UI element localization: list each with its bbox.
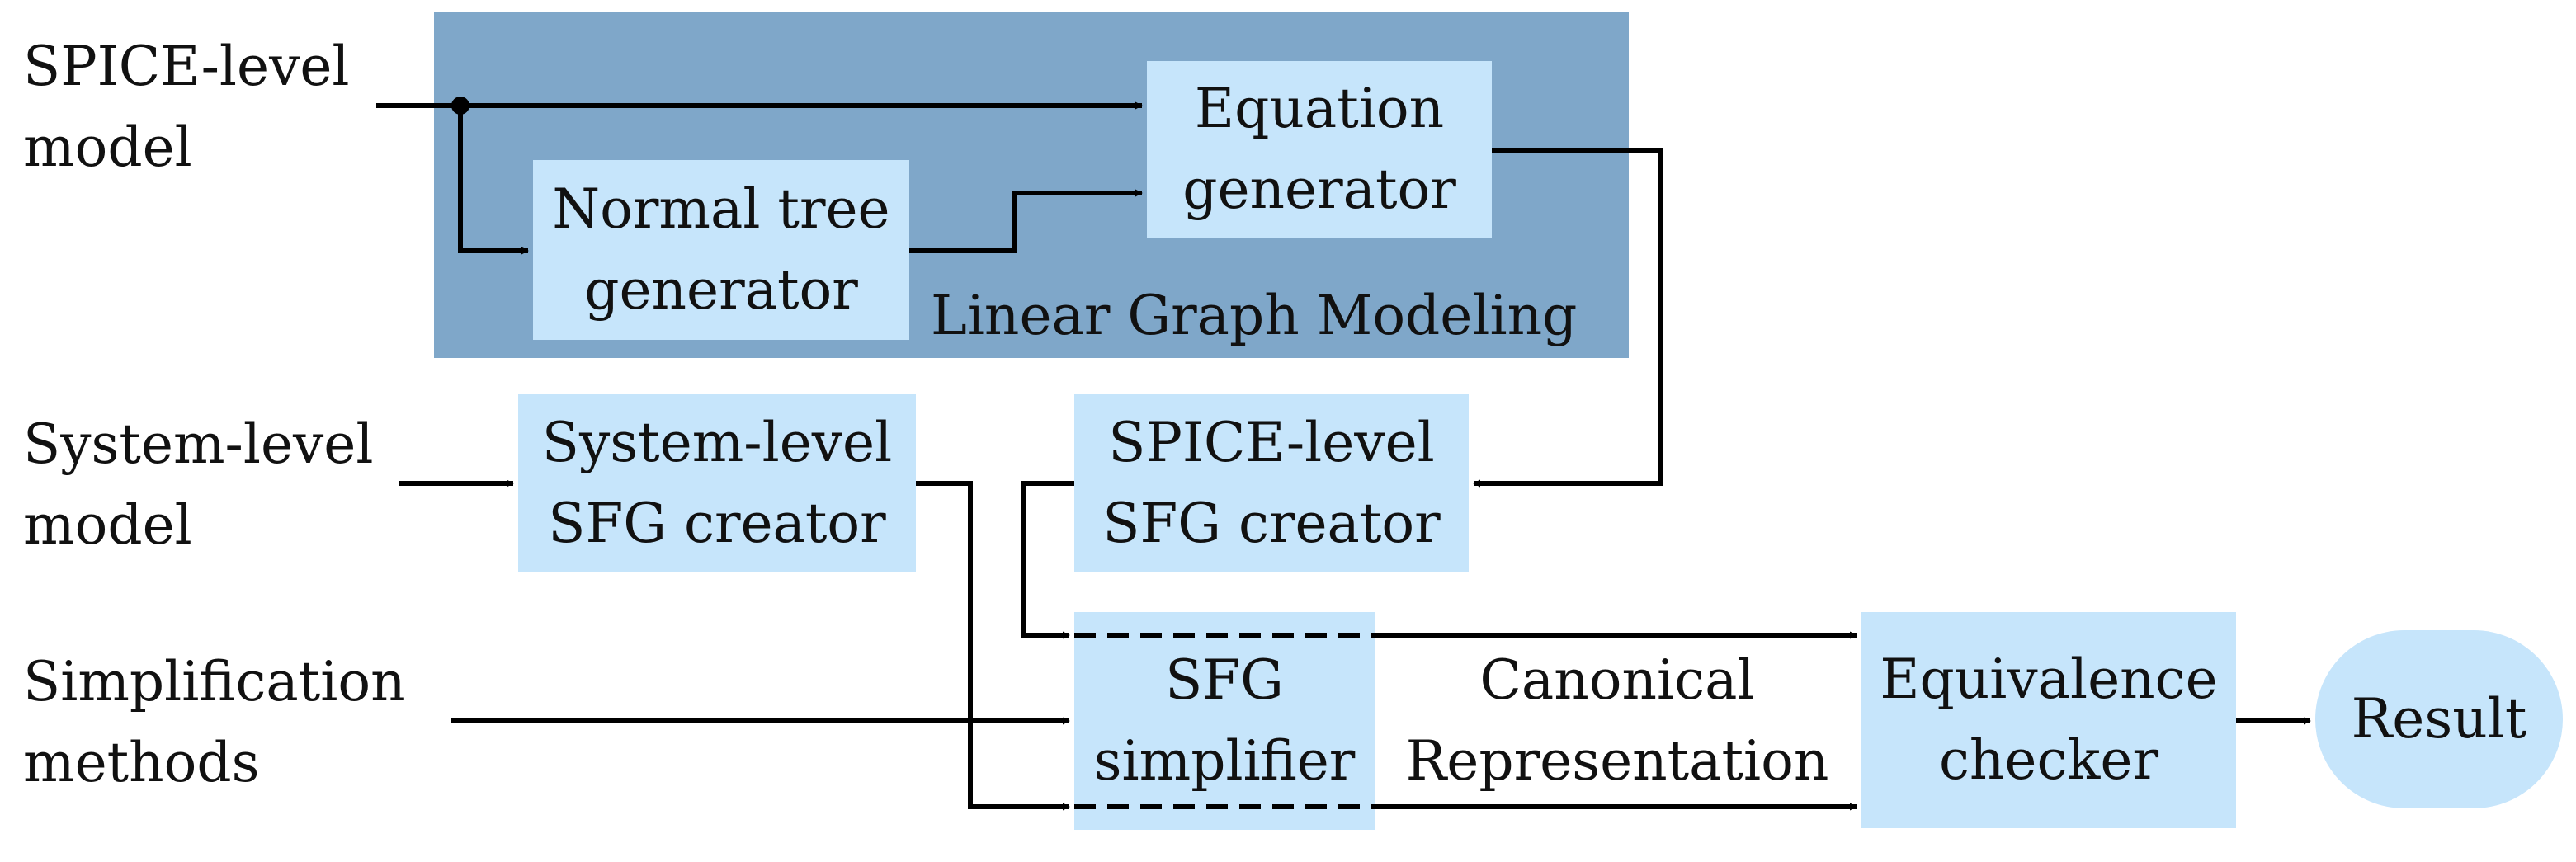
spice-sfg-creator-block — [1074, 394, 1469, 572]
result-terminal — [2315, 630, 2563, 808]
branch-to-normal-tree-arrow — [458, 106, 529, 255]
equivalence-checker-block — [1861, 612, 2236, 828]
sfg-simplifier-label: SFG simplifier — [1074, 638, 1375, 803]
spice-sfg-to-simplifier-arrow — [1021, 481, 1074, 639]
spice-model-label: SPICE-level model — [23, 26, 350, 188]
system-sfg-creator-label: System-level SFG creator — [518, 394, 916, 572]
system-sfg-creator-block — [518, 394, 916, 572]
system-sfg-creator-line2: SFG creator — [548, 492, 886, 555]
spice-model-label-line1: SPICE-level — [23, 35, 350, 98]
equation-to-spice-sfg-arrow — [1473, 148, 1663, 488]
equation-generator-label: Equation generator — [1147, 61, 1492, 238]
sfg-simplifier-block — [1074, 612, 1375, 830]
linear-graph-modeling-label: Linear Graph Modeling — [931, 284, 1578, 347]
system-model-label-line2: model — [23, 493, 192, 557]
equation-generator-block — [1147, 61, 1492, 238]
normal-tree-to-equation-arrow — [909, 189, 1143, 253]
spice-sfg-creator-label: SPICE-level SFG creator — [1074, 394, 1469, 572]
equivalence-checker-label: Equivalence checker — [1861, 612, 2236, 828]
equation-generator-line1: Equation — [1194, 77, 1445, 140]
spice-model-label-line2: model — [23, 115, 192, 179]
simplification-methods-label: Simplification methods — [23, 642, 406, 803]
simplification-methods-label-line1: Simplification — [23, 650, 406, 714]
canonical-representation-label: Canonical Representation — [1386, 640, 1848, 802]
branch-junction-dot — [451, 97, 469, 115]
system-model-label: System-level model — [23, 404, 373, 566]
simplification-methods-label-line2: methods — [23, 731, 260, 794]
spice-sfg-creator-line2: SFG creator — [1102, 492, 1441, 555]
sfg-simplifier-line1: SFG — [1165, 648, 1284, 712]
normal-tree-generator-block — [533, 160, 909, 340]
canonical-representation-line1: Canonical — [1479, 648, 1755, 712]
normal-tree-generator-line2: generator — [584, 258, 858, 322]
sfg-simplifier-line2: simplifier — [1093, 729, 1356, 793]
normal-tree-generator-line1: Normal tree — [552, 177, 890, 241]
equivalence-checker-line1: Equivalence — [1880, 648, 2218, 711]
normal-tree-generator-label: Normal tree generator — [533, 160, 909, 340]
canonical-representation-line2: Representation — [1405, 729, 1829, 793]
spice-sfg-creator-line1: SPICE-level — [1108, 411, 1435, 474]
result-label: Result — [2351, 687, 2527, 751]
equation-generator-line2: generator — [1182, 158, 1456, 221]
system-sfg-to-simplifier-arrow — [916, 481, 1070, 811]
system-sfg-creator-line1: System-level — [541, 411, 893, 474]
system-model-label-line1: System-level — [23, 412, 374, 476]
equivalence-checker-line2: checker — [1938, 728, 2159, 792]
